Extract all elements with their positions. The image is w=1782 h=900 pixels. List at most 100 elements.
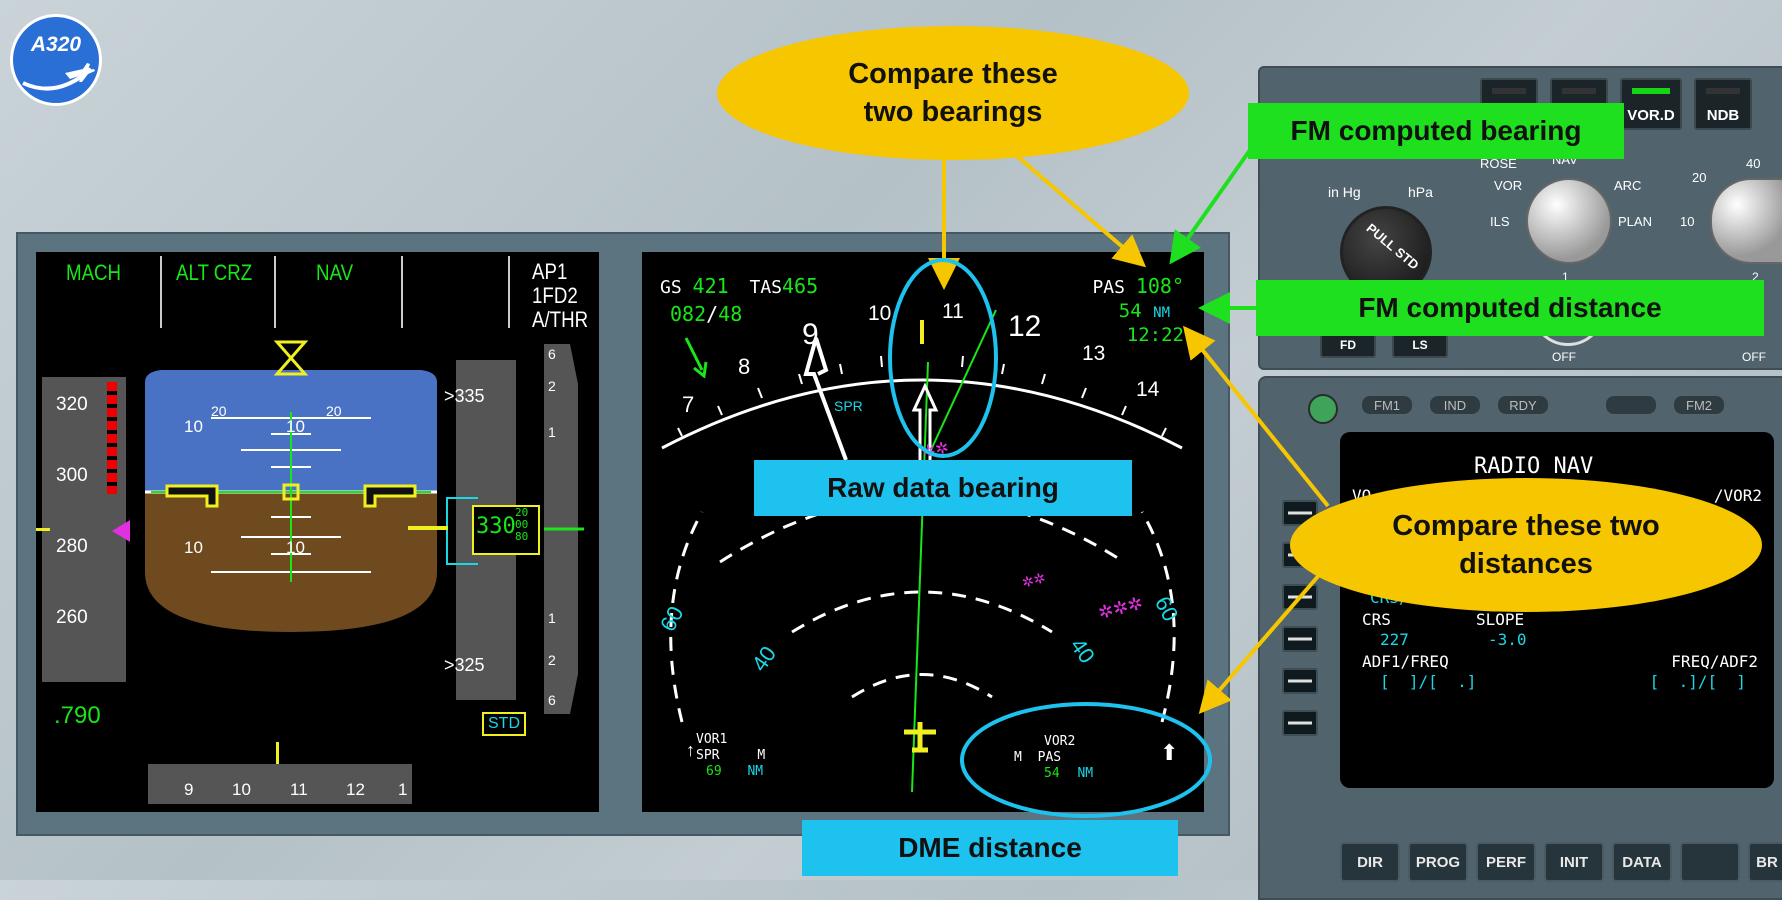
speed-target-icon <box>112 520 130 542</box>
pitch-mark: 20 <box>326 403 342 419</box>
wind-separator: / <box>706 302 719 326</box>
mode-label-arc: ARC <box>1614 178 1642 193</box>
vor1-needle-icon: ↑ <box>686 740 695 760</box>
mcdu-prog-key[interactable]: PROG <box>1408 842 1468 882</box>
fma-speed-mode: MACH <box>66 260 122 285</box>
altitude-upper-limit: >335 <box>444 386 485 406</box>
distance-value: 54 <box>1118 300 1142 322</box>
callout-arrows <box>888 148 1330 818</box>
mach-readout: .790 <box>54 702 101 729</box>
lsk-6l[interactable] <box>1282 710 1318 736</box>
mode-label-ils: ILS <box>1490 214 1510 229</box>
vor1-mode: M <box>757 748 766 763</box>
slope-label: SLOPE <box>1476 610 1525 629</box>
heading-tick: 11 <box>290 780 308 799</box>
fm-bearing: 108° <box>1135 274 1184 298</box>
vor2-info: VOR2 M PAS 54 NM <box>1014 734 1093 782</box>
lsk-4l[interactable] <box>1282 626 1318 652</box>
crs-label: CRS <box>1362 610 1391 629</box>
navigation-display: GS 421 TAS465 082/48 PAS 108° 54 NM 12:2… <box>642 252 1204 812</box>
fma-vertical-mode: ALT CRZ <box>176 260 253 285</box>
heading-tick: 9 <box>184 780 194 799</box>
compass-rose <box>661 309 1183 793</box>
adf1-value[interactable]: [ ]/[ .] <box>1380 672 1477 691</box>
adf-vor-switch-1-label: 1 <box>1562 270 1569 284</box>
speed-tick: 320 <box>56 394 88 415</box>
logo-text: A320 <box>30 33 82 56</box>
altitude-current: 330 <box>476 514 516 539</box>
heading-reference-line <box>276 742 279 764</box>
fma-divider <box>274 256 276 328</box>
speed-tick: 260 <box>56 607 88 628</box>
mcdu-bright-knob[interactable] <box>1308 394 1338 424</box>
switch-off-label: OFF <box>1742 350 1766 364</box>
vor2-mode: M <box>1014 750 1022 765</box>
tas-value: 465 <box>782 274 819 298</box>
callout-fm-distance: FM computed distance <box>1256 280 1764 336</box>
compass-label: 13 <box>1082 342 1106 365</box>
speed-tick: 280 <box>56 536 88 557</box>
fma-ap-status: AP1 1FD2 A/THR <box>532 260 588 332</box>
gs-value: 421 <box>692 274 729 298</box>
mode-label-vor: VOR <box>1494 178 1523 193</box>
pitch-mark: 10 <box>286 538 305 557</box>
pitch-mark: 20 <box>211 403 227 419</box>
compass-label: 8 <box>738 354 751 379</box>
fma-divider <box>401 256 403 328</box>
vor1-bearing-pointer <box>803 337 848 461</box>
ground-speed-row: GS 421 TAS465 <box>660 274 818 298</box>
tas-label: TAS <box>749 277 783 298</box>
ap-engaged: AP1 <box>532 259 568 284</box>
nd-range-selector-knob[interactable] <box>1710 178 1782 264</box>
vor2-needle-icon: ⬆ <box>1160 740 1179 765</box>
drum-digit: 00 <box>515 518 529 531</box>
lsk-5l[interactable] <box>1282 668 1318 694</box>
vor2-ident: PAS <box>1037 750 1062 765</box>
altitude-lower-limit: >325 <box>444 655 485 675</box>
gs-label: GS <box>660 277 682 298</box>
vor1-station-label: SPR <box>834 398 863 414</box>
range-label-10: 10 <box>1680 214 1695 229</box>
vertical-speed-scale <box>544 344 584 714</box>
heading-tape <box>148 764 412 804</box>
pitch-mark: 10 <box>184 417 203 436</box>
annunciator-rdy: RDY <box>1496 394 1550 416</box>
range-label-40: 40 <box>1746 156 1761 171</box>
mode-label-rose: ROSE <box>1480 156 1517 171</box>
athr-status: A/THR <box>532 307 589 332</box>
drum-digit: 20 <box>515 506 529 519</box>
wind-readout: 082/48 <box>670 302 742 326</box>
vor1-distance: 69 <box>706 764 722 779</box>
callout-compare-bearings: Compare these two bearings <box>717 26 1189 160</box>
mcdu-perf-key[interactable]: PERF <box>1476 842 1536 882</box>
adf2-label: FREQ/ADF2 <box>1671 652 1758 671</box>
vs-mark: 2 <box>548 378 556 394</box>
switch-off-label: OFF <box>1552 350 1576 364</box>
annunciator-fm2: FM2 <box>1672 394 1726 416</box>
vs-mark: 6 <box>548 692 556 708</box>
nd-mode-selector-knob[interactable] <box>1526 178 1612 264</box>
ls-label: LS <box>1412 338 1428 352</box>
adf-vor-switch-2-label: 2 <box>1752 270 1759 284</box>
mcdu-init-key[interactable]: INIT <box>1544 842 1604 882</box>
fma-lateral-mode: NAV <box>316 260 354 285</box>
mcdu-brt-key[interactable]: BR <box>1748 842 1782 882</box>
altitude-target-bracket <box>446 497 478 565</box>
callout-fm-bearing: FM computed bearing <box>1248 103 1624 159</box>
mode-label-plan: PLAN <box>1618 214 1652 229</box>
drum-digit: 80 <box>515 530 529 543</box>
callout-raw-bearing: Raw data bearing <box>754 460 1132 516</box>
heading-tick: 1 <box>398 780 408 799</box>
mcdu-page-title: RADIO NAV <box>1474 454 1594 479</box>
ndb-button[interactable]: NDB <box>1694 78 1752 130</box>
callout-dme-distance: DME distance <box>802 820 1178 876</box>
attitude-indicator <box>145 340 437 632</box>
heading-tick: 10 <box>232 780 251 799</box>
annunciator-ind: IND <box>1428 394 1482 416</box>
fm-distance: 54 NM <box>1119 300 1170 322</box>
mcdu-line1-right: /VOR2 <box>1713 486 1762 505</box>
adf2-value[interactable]: [ .]/[ ] <box>1649 672 1746 691</box>
slope-value: -3.0 <box>1488 630 1527 649</box>
compass-label: 11 <box>942 300 964 323</box>
eta: 12:22 <box>1126 324 1184 346</box>
